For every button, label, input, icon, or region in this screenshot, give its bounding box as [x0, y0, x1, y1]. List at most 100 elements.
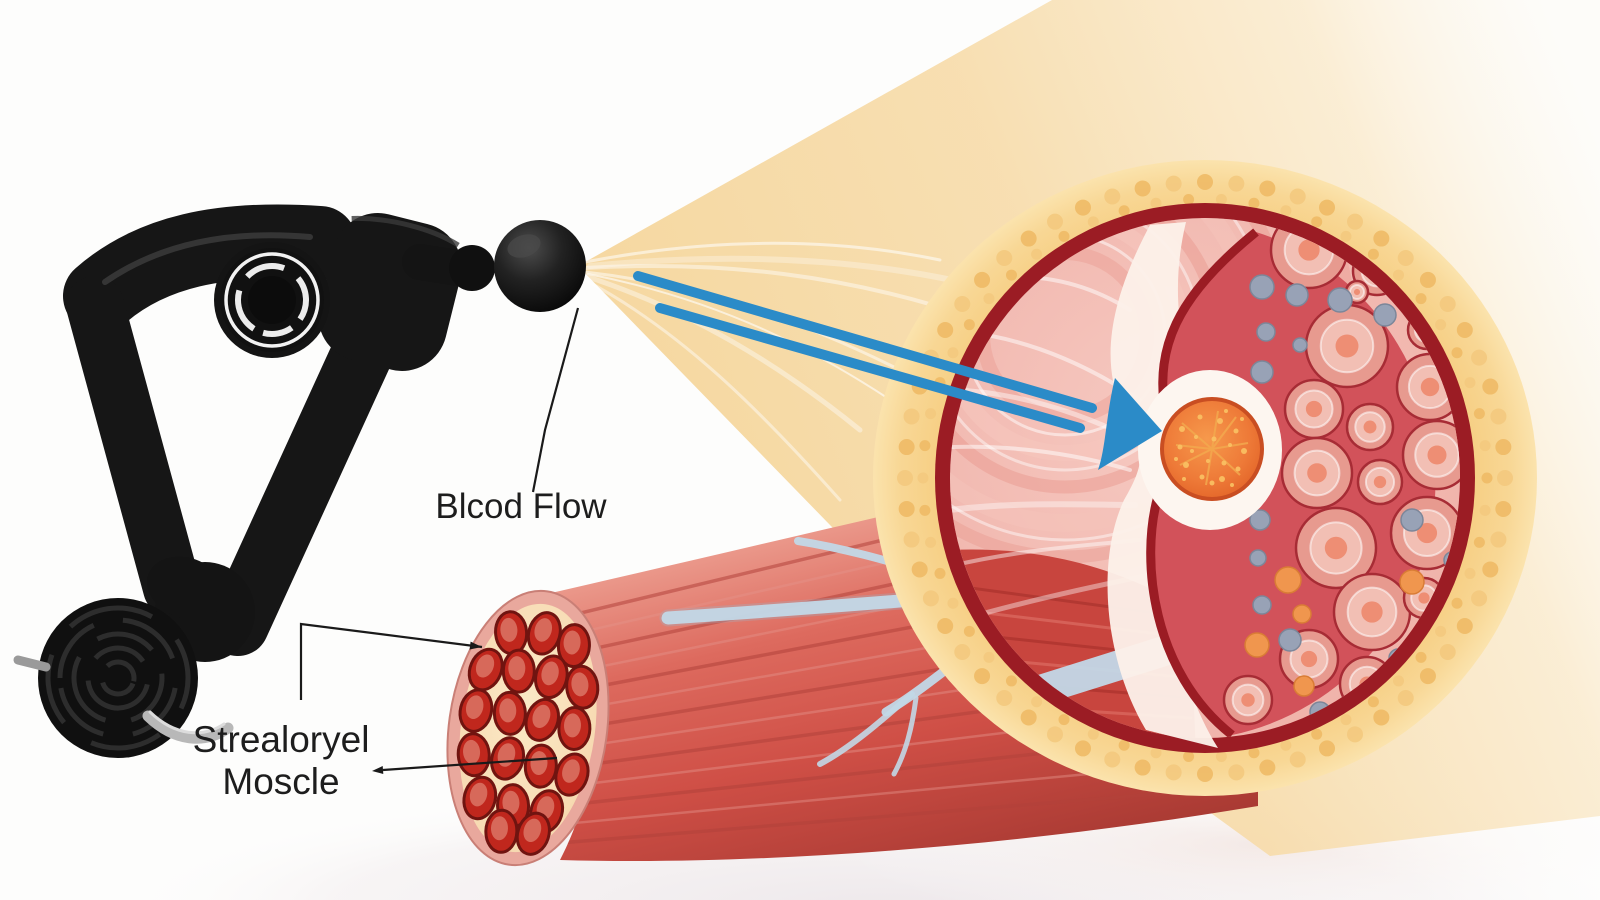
- disc-wave-texture: [45, 605, 191, 751]
- arrow-shaft-lower: [655, 303, 1085, 433]
- nerve-speckle: [1224, 409, 1228, 413]
- orange-dot: [1399, 569, 1425, 595]
- arrow-shaft-upper: [633, 271, 1097, 413]
- ring-bump: [1479, 440, 1491, 452]
- gun-dial[interactable]: [214, 242, 330, 358]
- ring-bump: [1165, 175, 1182, 192]
- ring-bump: [1456, 322, 1473, 338]
- muscle-fiber: [494, 610, 529, 656]
- ring-bump: [1058, 230, 1070, 242]
- ring-bump: [947, 597, 959, 609]
- orange-dot: [1293, 675, 1315, 697]
- nerve-speckle: [1177, 444, 1183, 450]
- gun-arm-highlight: [102, 232, 313, 285]
- ring-bump: [903, 408, 920, 425]
- ring-bump: [1280, 205, 1292, 217]
- ring-bump: [1473, 536, 1485, 548]
- nerve-speckle: [1197, 414, 1203, 420]
- ring-bump: [1074, 740, 1091, 757]
- nerve-bundle: [1160, 397, 1264, 501]
- ring-bump: [1248, 197, 1260, 209]
- ring-bump: [1367, 696, 1379, 708]
- ring-bump: [1397, 250, 1414, 267]
- ring-bump: [1482, 561, 1499, 578]
- gray-dot: [1400, 508, 1424, 532]
- orange-dot: [1292, 604, 1312, 624]
- striation-line: [562, 784, 1257, 845]
- nerve-speckle: [1183, 462, 1189, 468]
- fiber-core: [563, 630, 581, 655]
- ring-bump: [1473, 408, 1485, 420]
- gun-joint-cap: [147, 556, 225, 620]
- ring-bump: [1215, 751, 1227, 763]
- ring-bump: [1259, 759, 1276, 776]
- ring-bump: [937, 322, 954, 338]
- ring-bump: [937, 618, 954, 634]
- fascicle-core: [1353, 288, 1361, 296]
- ring-bump: [1248, 747, 1260, 759]
- ring-bump: [974, 668, 991, 685]
- fiber-core: [469, 782, 488, 807]
- ring-bump: [1497, 470, 1513, 486]
- gun-ball-head: [494, 220, 586, 312]
- ring-bump: [1464, 567, 1476, 579]
- muscle-fiber: [565, 664, 600, 710]
- nerve-speckle: [1241, 448, 1247, 454]
- ring-bump: [1490, 408, 1507, 425]
- ring-bump: [1347, 726, 1363, 743]
- ring-bump: [934, 567, 946, 579]
- ring-bump: [1471, 349, 1488, 366]
- nerve-speckle: [1233, 428, 1239, 434]
- muscle-label-line1: Strealoryel: [193, 719, 370, 760]
- ring-bump: [922, 590, 939, 607]
- ring-bump: [1451, 347, 1463, 359]
- ring-bump: [1183, 751, 1195, 763]
- ring-bump: [1020, 230, 1037, 247]
- ring-bump: [1311, 216, 1323, 228]
- ring-bump: [974, 271, 991, 288]
- ring-bump: [1118, 739, 1130, 751]
- ring-bump: [898, 439, 915, 456]
- nerve-speckle: [1179, 426, 1185, 432]
- ring-bump: [1031, 696, 1043, 708]
- orange-dot: [1244, 632, 1270, 658]
- ring-bump: [1311, 728, 1323, 740]
- gray-dot: [1278, 628, 1302, 652]
- gray-dot: [1373, 303, 1397, 327]
- muscle-fiber: [557, 705, 592, 751]
- fascicle: [1345, 402, 1395, 452]
- ring-bump: [919, 504, 931, 516]
- ring-bump: [898, 500, 915, 517]
- ring-bump: [925, 408, 937, 420]
- gun-side-pin: [13, 655, 51, 672]
- gray-dot: [1249, 274, 1275, 300]
- fiber-core: [463, 739, 481, 764]
- ring-bump: [1415, 293, 1427, 305]
- muscle-leader-arrowhead-lower: [372, 766, 384, 774]
- orange-dot: [1274, 566, 1302, 594]
- fascicle: [1283, 378, 1345, 440]
- ring-bump: [1074, 199, 1091, 216]
- muscle-fiber: [556, 623, 591, 669]
- muscle-fiber: [523, 743, 558, 789]
- ring-bump: [1259, 180, 1276, 197]
- ring-bump: [983, 293, 995, 305]
- ring-bump: [1435, 625, 1447, 637]
- ring-bump: [947, 347, 959, 359]
- muscle-fiber: [458, 688, 494, 733]
- fascicle-core: [1305, 400, 1323, 418]
- ring-bump: [1482, 378, 1499, 395]
- ring-bump: [1373, 230, 1390, 247]
- ring-bump: [1479, 504, 1491, 516]
- ring-bump: [1451, 597, 1463, 609]
- fiber-core: [563, 713, 581, 738]
- ring-bump: [996, 250, 1013, 267]
- ring-bump: [1150, 197, 1162, 209]
- muscle-fiber: [501, 648, 536, 694]
- arrow-head: [1098, 378, 1162, 470]
- ring-bump: [954, 296, 971, 313]
- fascicle-core: [1324, 536, 1348, 560]
- ring-bump: [1280, 739, 1292, 751]
- ring-bump: [1397, 689, 1414, 706]
- nerve-speckle: [1199, 474, 1205, 480]
